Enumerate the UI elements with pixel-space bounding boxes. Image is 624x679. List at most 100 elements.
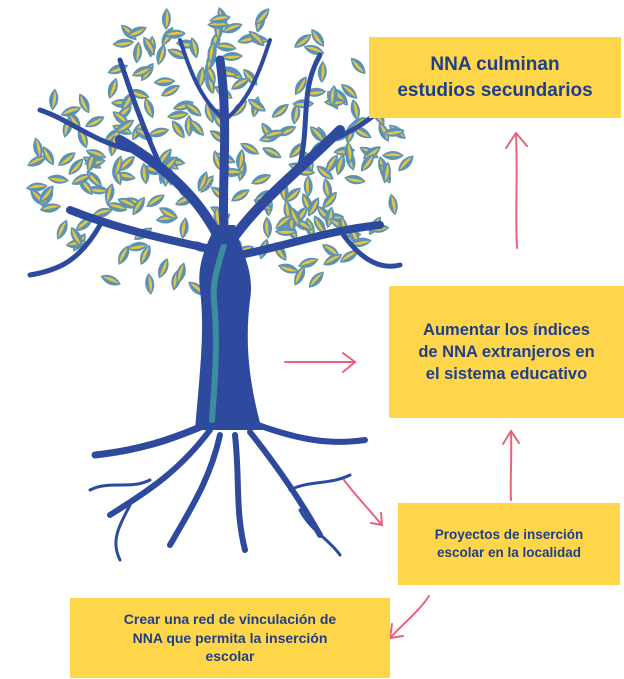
- leaf-icon: [148, 127, 170, 138]
- leaf-icon: [231, 189, 250, 202]
- leaf-icon: [158, 207, 179, 219]
- leaf-icon: [104, 183, 115, 205]
- tree-trunk: [27, 38, 403, 562]
- leaf-icon: [166, 110, 189, 120]
- leaf-icon: [68, 158, 84, 175]
- leaf-icon: [71, 173, 92, 185]
- leaf-icon: [25, 182, 48, 192]
- leaf-icon: [126, 241, 149, 252]
- leaf-icon: [140, 162, 150, 185]
- leaf-icon: [262, 147, 282, 159]
- leaf-icon: [140, 244, 151, 265]
- leaf-icon: [322, 191, 337, 209]
- leaf-icon: [91, 207, 113, 218]
- leaf-icon: [294, 34, 312, 48]
- leaf-icon: [398, 155, 414, 172]
- leaf-icon: [58, 152, 76, 166]
- leaf-icon: [184, 102, 202, 117]
- leaf-icon: [158, 258, 169, 279]
- leaf-icon: [161, 8, 171, 30]
- leaf-icon: [323, 253, 343, 266]
- goal-line-1: NNA culminan: [430, 53, 560, 75]
- leaf-icon: [189, 37, 199, 59]
- leaf-icon: [236, 148, 246, 171]
- leaf-icon: [263, 216, 272, 239]
- leaf-icon: [70, 226, 82, 247]
- network-line-2: NNA que permita la inserción: [132, 629, 328, 646]
- leaf-icon: [291, 102, 301, 125]
- leaf-icon: [378, 121, 390, 142]
- leaf-icon: [361, 153, 374, 172]
- leaf-icon: [344, 174, 366, 185]
- intermediate-line-3: el sistema educativo: [425, 365, 588, 384]
- leaf-icon: [204, 102, 215, 124]
- leaf-icon: [341, 84, 358, 99]
- leaf-icon: [77, 127, 88, 149]
- intermediate-box: Aumentar los índices de NNA extranjeros …: [389, 286, 624, 418]
- leaf-icon: [146, 194, 165, 207]
- leaf-icon: [289, 206, 301, 227]
- leaf-icon: [277, 263, 300, 274]
- leaf-icon: [381, 151, 404, 160]
- leaf-icon: [350, 99, 361, 121]
- leaf-icon: [100, 274, 121, 286]
- leaf-icon: [160, 84, 181, 97]
- leaf-icon: [56, 219, 68, 240]
- leaf-icon: [325, 154, 338, 174]
- leaf-icon: [254, 8, 270, 25]
- leaf-icon: [153, 77, 176, 87]
- leaf-icon: [78, 93, 90, 114]
- leaf-icon: [179, 217, 189, 239]
- leaf-icon: [307, 197, 320, 217]
- leaf-icon: [240, 142, 260, 155]
- leaf-icon: [118, 245, 130, 265]
- leaf-icon: [60, 106, 82, 117]
- leaf-icon: [107, 77, 118, 99]
- leaf-icon: [117, 197, 138, 209]
- leaf-icon: [350, 57, 366, 75]
- leaf-icon: [381, 161, 391, 184]
- leaf-icon: [176, 262, 186, 284]
- leaf-icon: [106, 202, 128, 212]
- leaf-icon: [119, 155, 135, 172]
- leaf-icon: [322, 177, 333, 200]
- leaf-icon: [294, 266, 306, 286]
- leaf-icon: [308, 271, 324, 288]
- leaf-icon: [33, 137, 43, 159]
- leaf-icon: [209, 14, 231, 24]
- intermediate-line-1: Aumentar los índices: [423, 320, 590, 339]
- network-line-3: escolar: [205, 648, 255, 665]
- leaf-icon: [222, 23, 243, 34]
- leaf-icon: [230, 77, 250, 90]
- leaf-icon: [164, 29, 186, 39]
- leaf-icon: [350, 237, 372, 247]
- leaf-icon: [344, 141, 354, 164]
- leaf-icon: [112, 155, 123, 177]
- project-line-1: Proyectos de inserción: [434, 526, 584, 542]
- leaf-icon: [274, 227, 297, 236]
- leaf-icon: [126, 26, 147, 38]
- leaf-icon: [383, 127, 405, 137]
- leaf-icon: [328, 84, 338, 107]
- leaf-icon: [84, 116, 105, 128]
- leaf-icon: [214, 42, 237, 52]
- leaf-icon: [156, 44, 167, 66]
- leaf-icon: [248, 30, 265, 47]
- leaf-icon: [311, 28, 325, 47]
- leaf-icon: [133, 41, 142, 64]
- leaf-icon: [131, 66, 153, 77]
- leaf-icon: [335, 154, 346, 176]
- leaf-icon: [284, 187, 301, 203]
- goal-box: NNA culminan estudios secundarios: [369, 37, 621, 118]
- leaf-icon: [158, 148, 172, 167]
- leaf-icon: [39, 185, 54, 203]
- leaf-icon: [263, 129, 285, 140]
- leaf-icon: [145, 272, 155, 295]
- leaf-icon: [42, 146, 55, 166]
- project-line-2: escolar en la localidad: [436, 545, 582, 560]
- leaf-icon: [189, 119, 204, 136]
- network-line-1: Crear una red de vinculación de: [123, 610, 337, 627]
- leaf-icon: [316, 165, 334, 180]
- leaf-icon: [196, 66, 206, 89]
- leaf-icon: [167, 48, 188, 60]
